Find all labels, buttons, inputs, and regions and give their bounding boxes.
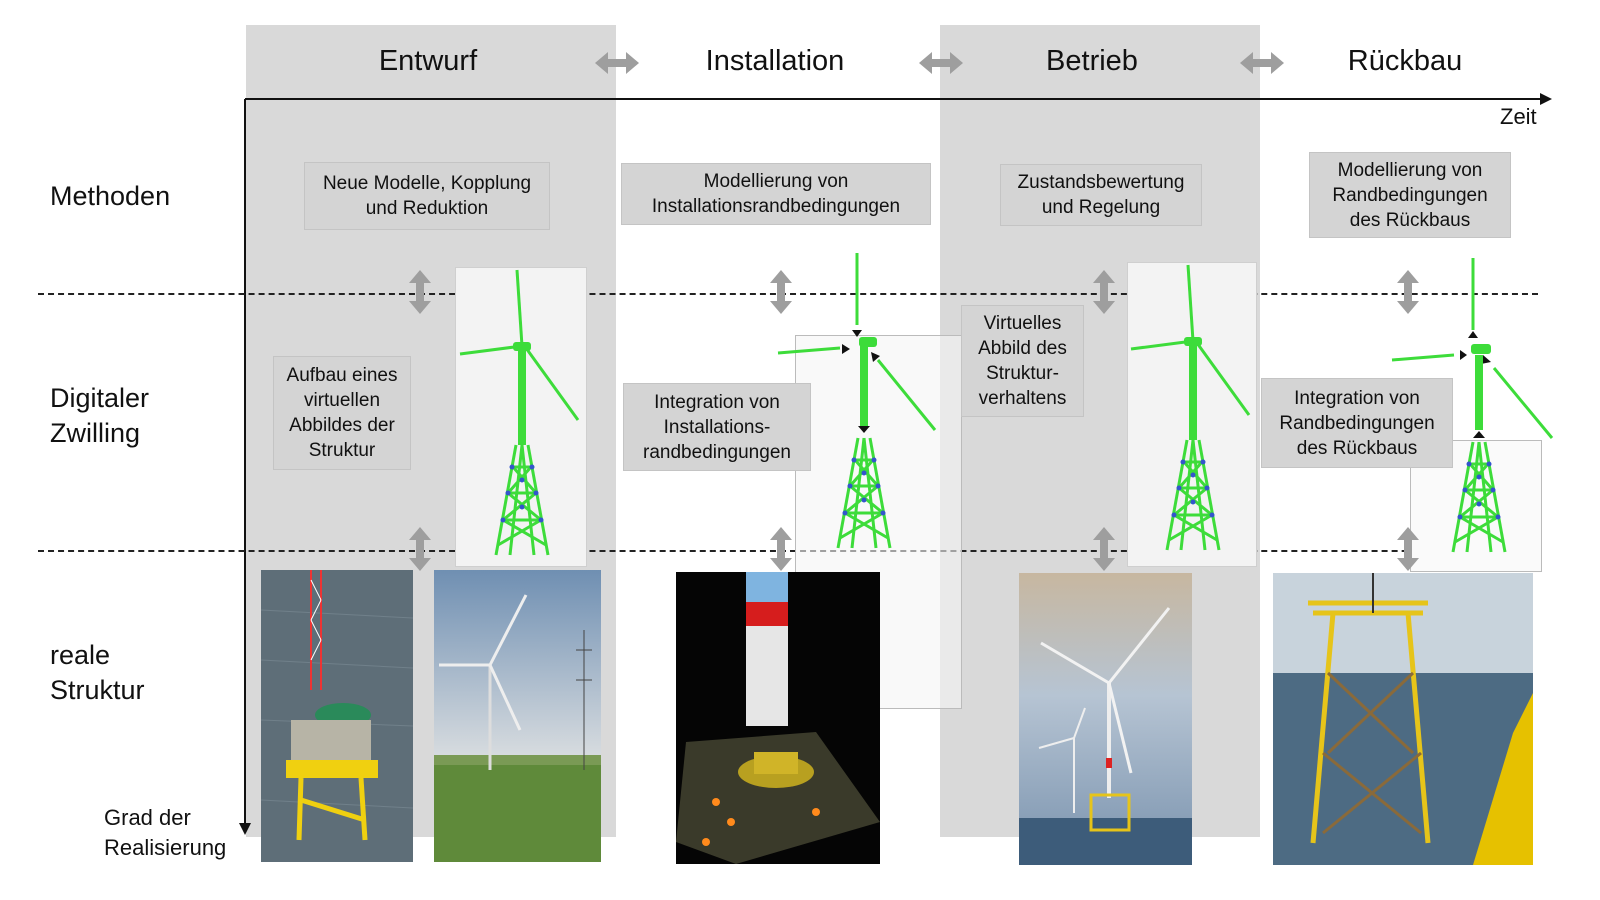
row-label-real-2: Struktur: [50, 675, 145, 705]
offshore-windfarm-photo: [1019, 573, 1192, 865]
turbine-model-rueckbau: [1391, 258, 1554, 554]
separator-methods-twin: [38, 293, 1538, 295]
phase-transition-arrows: [595, 52, 1284, 74]
realization-axis-label-1: Grad der: [104, 805, 191, 830]
row-label-twin-2: Zwilling: [50, 418, 141, 448]
row-label-methods: Methoden: [50, 181, 171, 211]
separator-twin-real: [38, 550, 1538, 552]
phase-entwurf: Entwurf: [378, 45, 478, 77]
turbine-model-betrieb: [1131, 265, 1249, 550]
phase-betrieb: Betrieb: [1046, 45, 1138, 77]
phase-installation: Installation: [705, 45, 845, 77]
turbine-model-installation: [777, 253, 937, 550]
installation-night-photo: [676, 572, 880, 864]
realization-axis-label-2: Realisierung: [104, 835, 227, 860]
phase-rueckbau: Rückbau: [1347, 45, 1463, 77]
onshore-turbine-photo: [434, 570, 601, 862]
jacket-foundation-photo: [1273, 573, 1533, 865]
row-label-twin-1: Digitaler: [50, 383, 150, 413]
double-arrow-icon: [595, 52, 1284, 74]
row-label-real-1: reale: [50, 640, 111, 670]
time-axis-label: Zeit: [1500, 104, 1537, 129]
offshore-platform-photo: [261, 570, 413, 862]
turbine-model-entwurf: [460, 270, 578, 555]
